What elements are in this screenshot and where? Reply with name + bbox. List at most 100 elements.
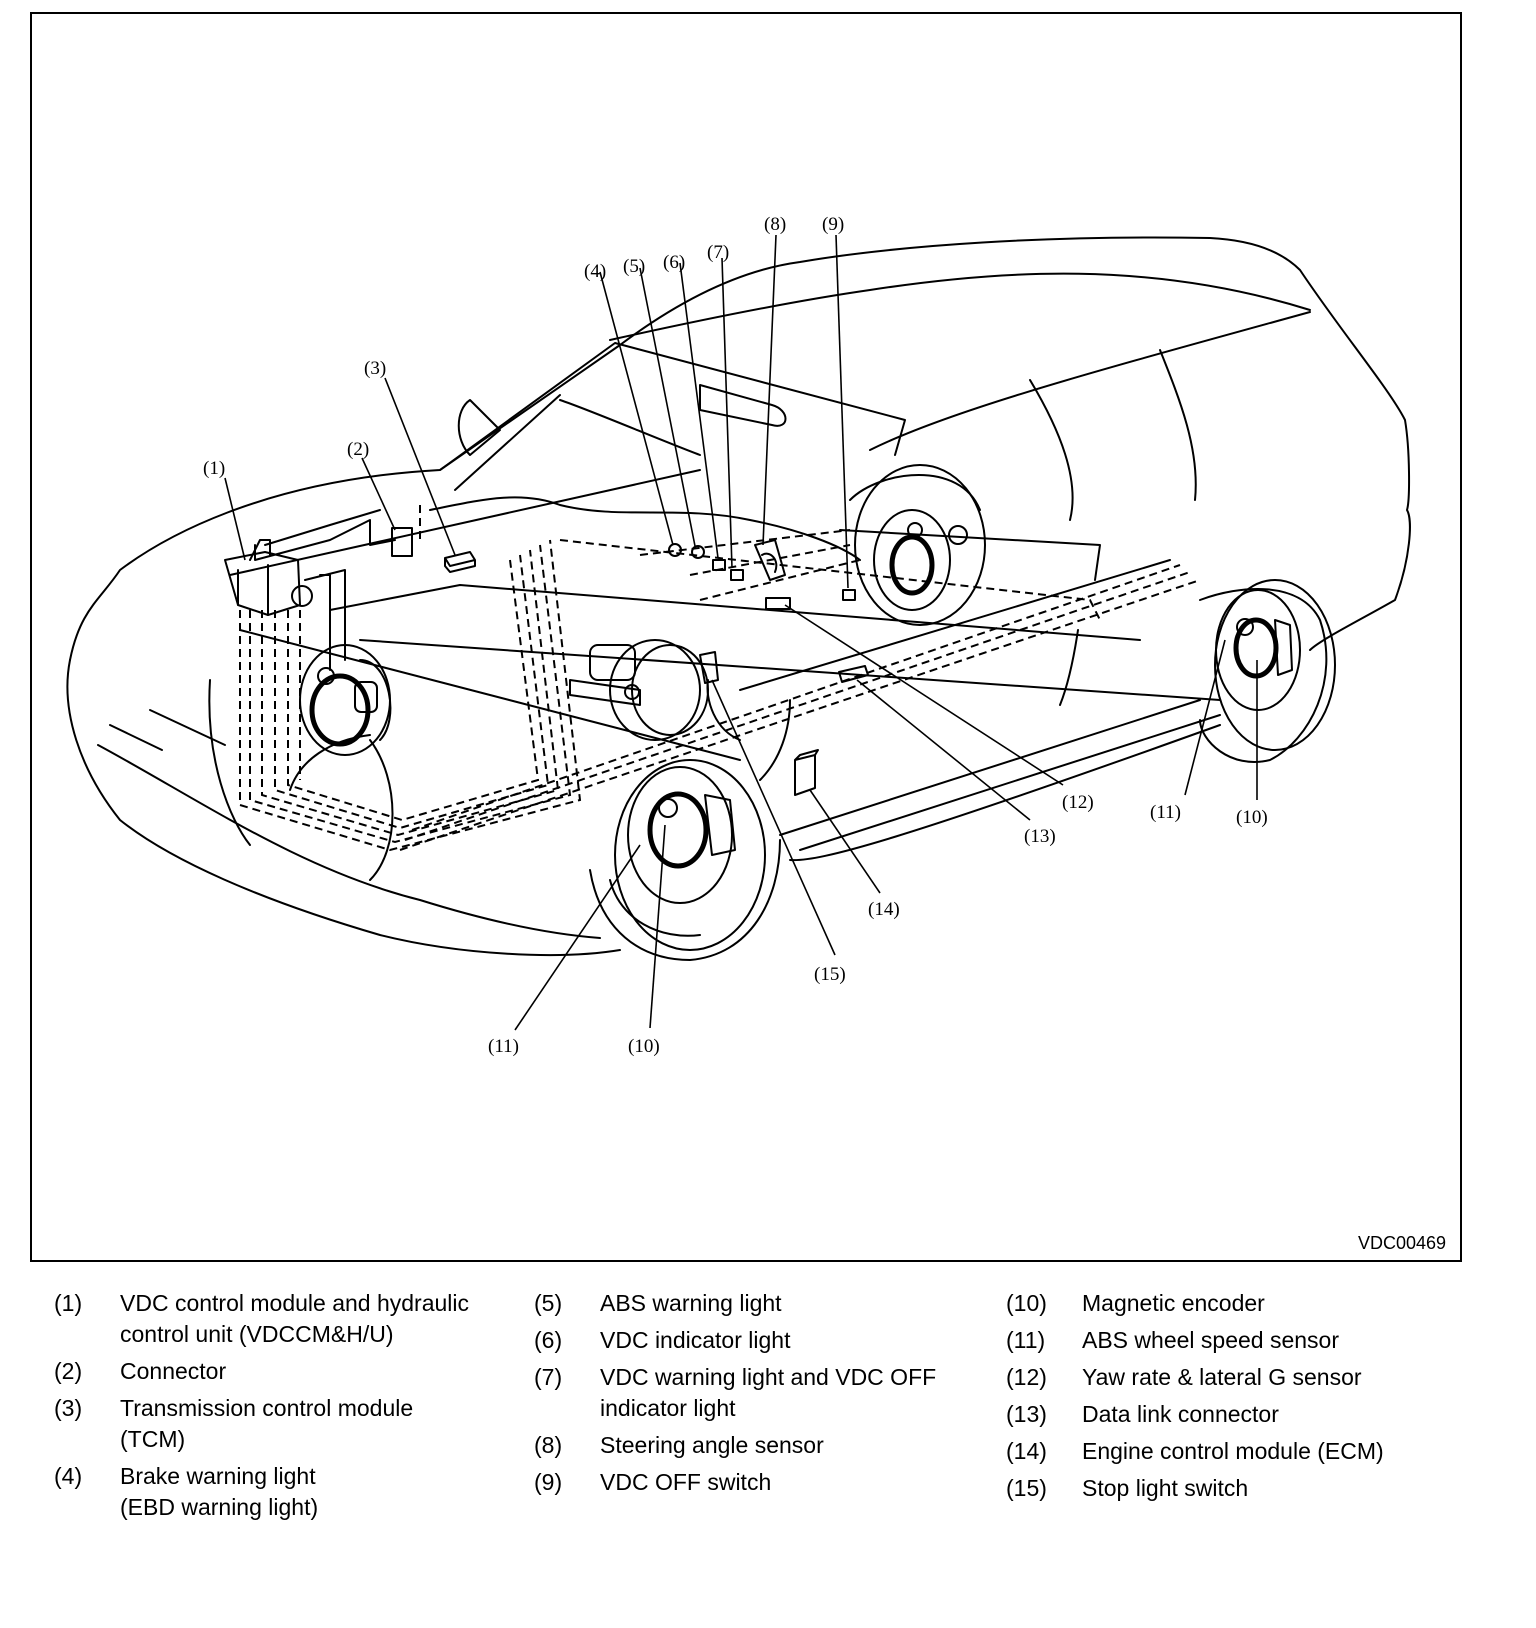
car-rear-window [1029,349,1197,521]
car-floor-outline [739,529,1171,691]
legend-item: (15) Stop light switch [1006,1473,1486,1504]
front-left-wheel [208,644,394,881]
leader-line-7 [721,257,733,569]
harness-dashed [239,539,582,852]
callout-11-rear: (11) [1150,802,1181,823]
legend-item: (3) Transmission control module (TCM) [54,1393,514,1455]
legend-item: (9) VDC OFF switch [534,1467,974,1498]
abs-warning-light-component [691,545,705,559]
legend-item: (2) Connector [54,1356,514,1387]
legend-item: (12) Yaw rate & lateral G sensor [1006,1362,1486,1393]
harness-dashed-floor [399,505,1201,851]
legend-num: (13) [1006,1401,1047,1427]
leader-line-12 [784,604,1064,786]
legend-num: (3) [54,1395,83,1421]
car-side-rocker [779,699,1221,862]
legend-text: Data link connector [1082,1401,1279,1427]
callout-2: (2) [347,439,369,460]
legend-text: Magnetic encoder [1082,1290,1265,1316]
legend-item: (1) VDC control module and hydraulic cont… [54,1288,514,1350]
car-front-grille-line [109,724,163,751]
legend-text: Engine control module (ECM) [1082,1438,1384,1464]
data-link-connector-component [838,665,869,683]
legend-num: (1) [54,1290,83,1316]
legend-item: (14) Engine control module (ECM) [1006,1436,1486,1467]
leader-line-2 [361,457,396,531]
callout-13: (13) [1024,826,1056,847]
car-front-lower [97,744,601,939]
figure-frame: VDC00469 [30,12,1462,1262]
legend-num: (7) [534,1364,563,1390]
legend-text: Stop light switch [1082,1475,1249,1501]
car-hood-edge [229,469,1221,701]
car-mirror [457,399,501,456]
legend-num: (8) [534,1432,563,1458]
legend-item: (6) VDC indicator light [534,1325,974,1356]
yaw-rate-sensor-component [765,597,791,610]
callout-10-front: (10) [628,1036,660,1057]
legend-item: (7) VDC warning light and VDC OFF indicat… [534,1362,974,1424]
legend-item: (5)ABS warning light [534,1288,974,1319]
legend-text: Brake warning light (EBD warning light) [120,1463,319,1520]
callout-6: (6) [663,252,685,273]
legend-item: (8) Steering angle sensor [534,1430,974,1461]
legend-text: VDC OFF switch [600,1469,772,1495]
legend-text: VDC indicator light [600,1327,791,1353]
leader-line-11-front [514,844,641,1031]
figure-id: VDC00469 [1357,1233,1446,1253]
callout-4: (4) [584,261,606,282]
legend-num: (14) [1006,1438,1047,1464]
connector-component [391,527,413,557]
callout-15: (15) [814,964,846,985]
callout-10-rear: (10) [1236,807,1268,828]
leader-line-10-front [649,824,666,1029]
legend-text: Connector [120,1358,227,1384]
legend-text: VDC control module and hydraulic control… [120,1290,470,1347]
legend-item: (13) Data link connector [1006,1399,1486,1430]
front-right-wheel [589,759,781,961]
legend-num: (11) [1006,1327,1046,1353]
callout-1: (1) [203,458,225,479]
legend-text: Transmission control module (TCM) [120,1395,414,1452]
leader-line-8 [762,234,777,546]
rear-right-wheel [1199,579,1336,763]
car-windshield-frame [439,342,906,471]
callout-8: (8) [764,214,786,235]
ecm-component [794,749,819,796]
vdccm-hu-component [224,539,313,616]
leader-line-1 [224,477,246,561]
legend-item: (10)Magnetic encoder [1006,1288,1486,1319]
callout-12: (12) [1062,792,1094,813]
legend-num: (15) [1006,1475,1047,1501]
legend-num: (4) [54,1463,83,1489]
car-front-bumper [66,659,621,956]
callout-7: (7) [707,242,729,263]
legend-num: (2) [54,1358,83,1384]
steering-angle-sensor-component [754,539,786,581]
car-windshield-inner [454,394,701,491]
car-body-outline [69,236,1411,661]
legend-num: (12) [1006,1364,1047,1390]
callout-3: (3) [364,358,386,379]
tcm-component [444,551,476,573]
car-roof-line [609,272,1311,341]
legend-column-3: (10)Magnetic encoder (11) ABS wheel speed… [1006,1288,1486,1510]
leader-line-4 [599,271,674,546]
legend-num: (6) [534,1327,563,1353]
leader-line-5 [639,267,696,547]
legend-text: Yaw rate & lateral G sensor [1082,1364,1362,1390]
leader-line-13 [856,679,1031,821]
legend-num: (9) [534,1469,563,1495]
callout-14: (14) [868,899,900,920]
car-roof-rail [869,311,1311,451]
car-rearview-mirror [699,384,787,427]
legend-text: Steering angle sensor [600,1432,824,1458]
leader-line-3 [384,377,456,556]
legend-column-2: (5)ABS warning light (6) VDC indicator li… [534,1288,974,1504]
legend-item: (4) Brake warning light (EBD warning ligh… [54,1461,514,1523]
callout-11-front: (11) [488,1036,519,1057]
legend-text: ABS wheel speed sensor [1082,1327,1339,1353]
vdc-warning-light-component [730,569,744,581]
legend-text: VDC warning light and VDC OFF indicator … [600,1364,937,1421]
